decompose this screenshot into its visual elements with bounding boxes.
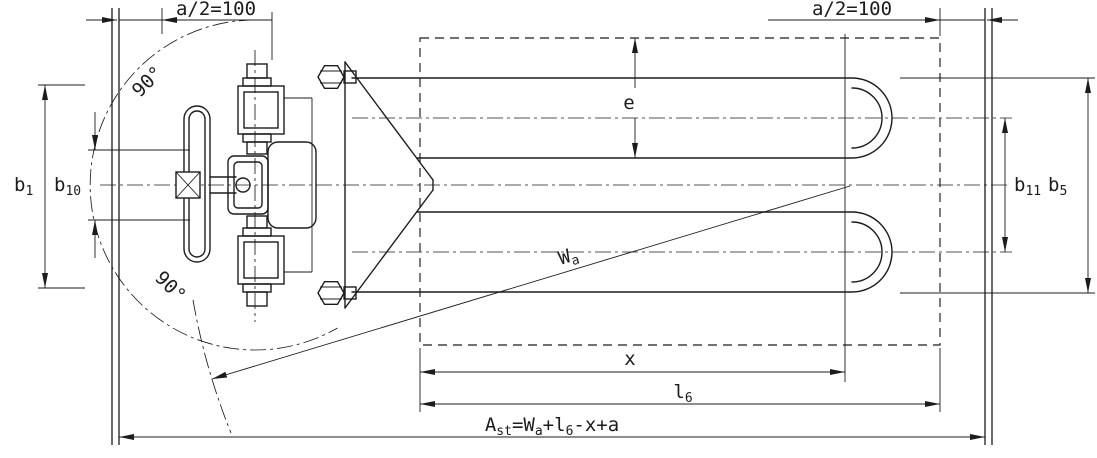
dim-b5: b5 bbox=[900, 77, 1095, 294]
angle-label-bottom: 90° bbox=[150, 267, 190, 307]
dim-b10: b10 bbox=[54, 112, 190, 258]
a2-right-label: a/2=100 bbox=[812, 0, 892, 20]
a2-left-label: a/2=100 bbox=[176, 0, 256, 20]
ast-formula-label: Ast=Wa+l6-x+a bbox=[485, 414, 619, 439]
motor-housing bbox=[267, 141, 317, 229]
tiller-grip-block bbox=[175, 171, 201, 199]
upper-fork-tip-inner-arc bbox=[851, 87, 883, 149]
dim-b11: b11 bbox=[1002, 118, 1041, 252]
dim-b1: b1 bbox=[14, 84, 85, 289]
dim-ast: Ast=Wa+l6-x+a bbox=[119, 414, 985, 440]
top-bolt-cluster bbox=[237, 63, 285, 155]
forks bbox=[351, 77, 893, 293]
dim-l6: l6 bbox=[420, 348, 941, 412]
wa-radius-line bbox=[211, 185, 851, 380]
wedge-upper-edge bbox=[344, 61, 434, 181]
lower-fork bbox=[351, 211, 893, 293]
x-label: x bbox=[624, 348, 635, 370]
dim-wa: Wa bbox=[192, 185, 851, 434]
load-outline-dashed bbox=[419, 37, 941, 346]
b11-label: b11 bbox=[1014, 174, 1041, 199]
aisle-wall-right bbox=[984, 8, 993, 445]
aisle-wall-left bbox=[111, 8, 120, 445]
upper-fork bbox=[351, 77, 893, 159]
b10-label: b10 bbox=[54, 174, 81, 199]
centerlines bbox=[100, 34, 1012, 382]
angle-label-top: 90° bbox=[128, 62, 168, 102]
lower-fork-tip-inner-arc bbox=[851, 221, 883, 283]
l6-label: l6 bbox=[673, 381, 692, 406]
dim-a2-right: a/2=100 bbox=[768, 0, 1018, 36]
bottom-bolt-cluster bbox=[237, 215, 285, 307]
b1-label: b1 bbox=[14, 174, 33, 199]
gearbox-inner bbox=[233, 161, 263, 209]
tiller-pivot bbox=[235, 177, 251, 193]
b5-label: b5 bbox=[1048, 174, 1067, 199]
truck-body bbox=[175, 61, 434, 309]
dim-a2-left: a/2=100 bbox=[86, 0, 273, 60]
dim-x: x bbox=[419, 348, 845, 412]
wedge-lower-edge bbox=[344, 189, 434, 309]
e-label: e bbox=[623, 92, 634, 114]
dim-e: e bbox=[623, 38, 638, 158]
wa-arc bbox=[192, 299, 232, 434]
